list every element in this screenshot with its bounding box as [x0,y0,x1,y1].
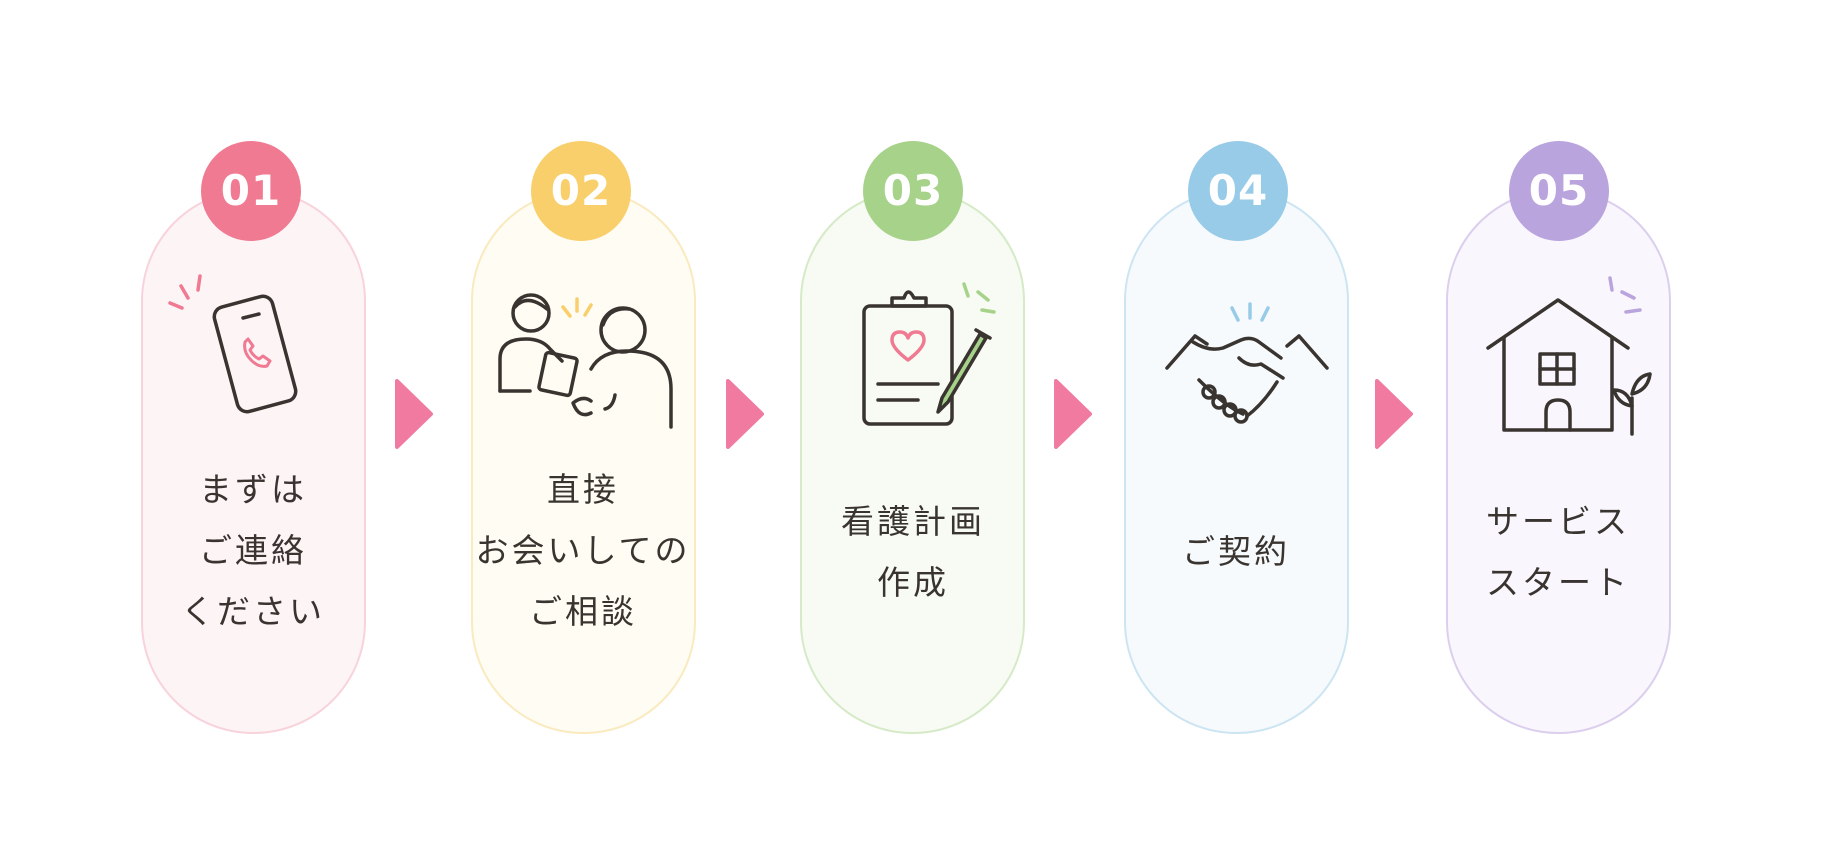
house-icon [1486,276,1652,436]
arrow-right-icon [1054,379,1092,449]
smartphone-call-icon [168,274,298,414]
step-badge-3: 03 [863,141,963,241]
clipboard-plan-icon [862,282,996,426]
step-badge-5: 05 [1509,141,1609,241]
step-badge-4: 04 [1188,141,1288,241]
consultation-icon [498,293,673,429]
step-card-3 [800,189,1025,734]
step-card-4 [1124,189,1349,734]
step-label-5: サービス スタート [1486,502,1630,602]
step-label-4: ご契約 [1182,532,1290,571]
step-card-2 [471,189,696,734]
step-label-3: 看護計画 作成 [841,502,985,602]
step-badge-1: 01 [201,141,301,241]
arrow-right-icon [395,379,433,449]
step-label-2: 直接 お会いしての ご相談 [475,470,691,631]
arrow-right-icon [726,379,764,449]
arrow-right-icon [1375,379,1413,449]
step-label-1: まずは ご連絡 ください [181,470,325,631]
handshake-icon [1165,302,1329,424]
step-card-5 [1446,189,1671,734]
step-card-1 [141,189,366,734]
step-badge-2: 02 [531,141,631,241]
